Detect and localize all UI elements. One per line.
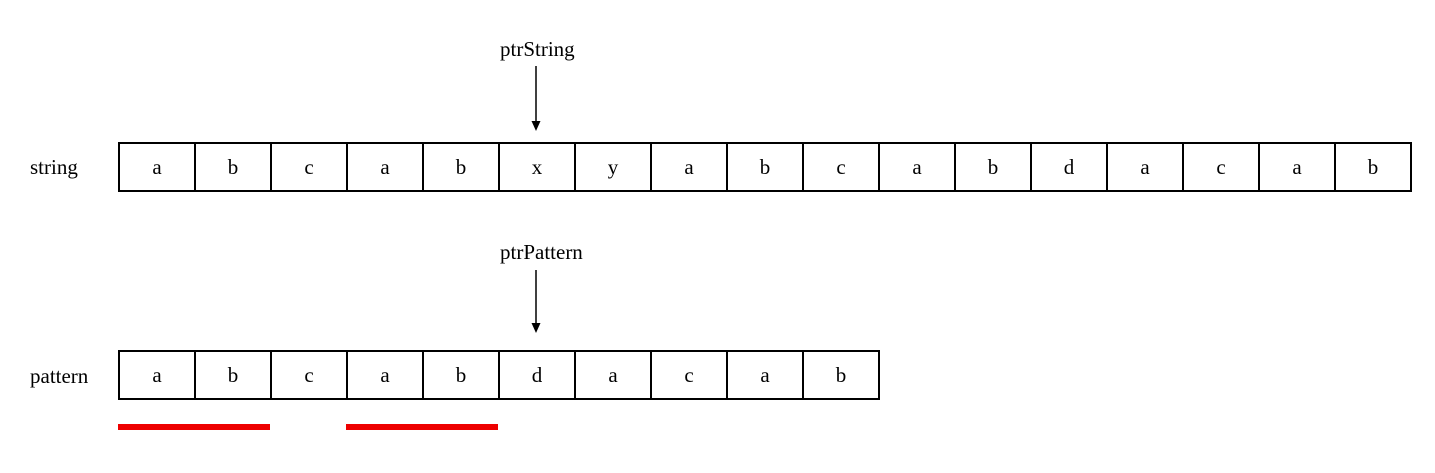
string-cell: a [120, 144, 196, 190]
string-cell: a [880, 144, 956, 190]
string-cell: c [1184, 144, 1260, 190]
pattern-cell: a [120, 352, 196, 398]
string-cell: b [728, 144, 804, 190]
string-cell: d [1032, 144, 1108, 190]
pattern-cell: b [424, 352, 500, 398]
string-cell: b [1336, 144, 1412, 190]
ptr-string-arrow-icon [531, 66, 541, 131]
pattern-cell: c [272, 352, 348, 398]
string-cell: b [956, 144, 1032, 190]
pattern-cell: a [576, 352, 652, 398]
string-cell: b [424, 144, 500, 190]
string-cells: a b c a b x y a b c a b d a c a b [118, 142, 1412, 192]
string-cell: a [1260, 144, 1336, 190]
ptr-pattern-label: ptrPattern [500, 240, 583, 264]
pattern-row-label: pattern [30, 364, 89, 388]
ptr-string-label: ptrString [500, 37, 575, 61]
string-cell: c [272, 144, 348, 190]
pattern-cell: d [500, 352, 576, 398]
pattern-cells: a b c a b d a c a b [118, 350, 880, 400]
string-cell: y [576, 144, 652, 190]
string-cell: a [652, 144, 728, 190]
string-cell: b [196, 144, 272, 190]
string-row-label: string [30, 155, 78, 179]
string-cell: x [500, 144, 576, 190]
pattern-cell: a [728, 352, 804, 398]
pattern-cell: a [348, 352, 424, 398]
prefix-highlight [118, 424, 270, 430]
suffix-highlight [346, 424, 498, 430]
pattern-cell: b [804, 352, 880, 398]
string-cell: a [1108, 144, 1184, 190]
ptr-pattern-arrow-icon [531, 270, 541, 333]
pattern-cell: c [652, 352, 728, 398]
string-cell: c [804, 144, 880, 190]
pattern-cell: b [196, 352, 272, 398]
string-cell: a [348, 144, 424, 190]
